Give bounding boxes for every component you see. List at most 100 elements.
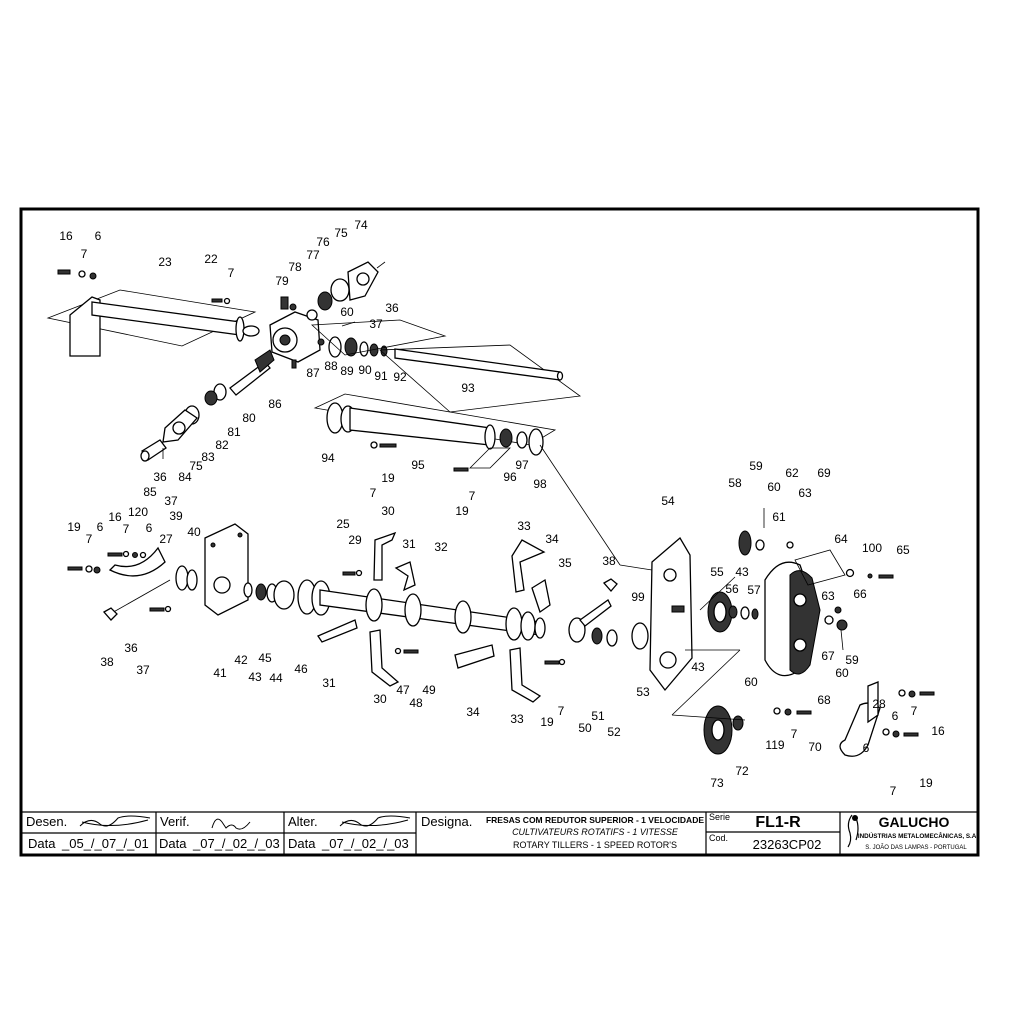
part-callout: 43: [248, 670, 262, 684]
part-callout: 7: [228, 266, 235, 280]
part-callout: 31: [322, 676, 336, 690]
part-callout: 76: [316, 235, 330, 249]
chain-case-54: [539, 444, 693, 692]
part-callout: 48: [409, 696, 423, 710]
part-callout: 120: [128, 505, 148, 519]
part-callout: 119: [765, 738, 784, 752]
part-callout: 60: [744, 675, 758, 689]
designa-label: Designa.: [421, 814, 472, 829]
support-tube-95: [313, 393, 557, 472]
part-callout: 6: [863, 741, 870, 755]
chain-cover-69: [764, 541, 894, 677]
part-callout: 59: [845, 653, 859, 667]
part-callout: 52: [607, 725, 621, 739]
part-callout: 55: [710, 565, 724, 579]
part-callout: 50: [578, 721, 592, 735]
part-callout: 60: [835, 666, 849, 680]
gearbox-assembly: [269, 261, 447, 369]
desen-signature: [79, 815, 151, 827]
part-callout: 38: [602, 554, 616, 568]
part-callout: 46: [294, 662, 308, 676]
date-verified: _07_/_02_/_03: [192, 836, 280, 851]
part-callout: 37: [136, 663, 150, 677]
title-french: CULTIVATEURS ROTATIFS - 1 VITESSE: [512, 827, 679, 837]
part-callout: 63: [821, 589, 835, 603]
part-callout: 79: [275, 274, 289, 288]
part-callout: 60: [767, 480, 781, 494]
sprockets: [671, 508, 765, 755]
title-portuguese: FRESAS COM REDUTOR SUPERIOR - 1 VELOCIDA…: [486, 815, 704, 825]
part-callout: 43: [691, 660, 705, 674]
part-callout: 36: [385, 301, 399, 315]
part-callout: 7: [911, 704, 918, 718]
part-callout: 63: [798, 486, 812, 500]
data-label-2: Data: [159, 836, 187, 851]
part-callout: 45: [258, 651, 272, 665]
part-callout: 90: [358, 363, 372, 377]
part-callout: 32: [434, 540, 448, 554]
data-label-3: Data: [288, 836, 316, 851]
part-callout: 38: [100, 655, 114, 669]
part-callout: 19: [67, 520, 81, 534]
part-callout: 16: [108, 510, 122, 524]
data-label-1: Data: [28, 836, 56, 851]
part-callout: 81: [227, 425, 241, 439]
part-callout: 49: [422, 683, 436, 697]
part-callout: 57: [747, 583, 761, 597]
part-callout: 39: [169, 509, 183, 523]
cod-value: 23263CP02: [753, 837, 822, 852]
part-callout: 36: [124, 641, 138, 655]
part-callout: 30: [381, 504, 395, 518]
part-callout: 96: [503, 470, 517, 484]
part-callout: 37: [164, 494, 178, 508]
part-callout: 54: [661, 494, 675, 508]
part-callout: 89: [340, 364, 354, 378]
cod-label: Cod.: [709, 833, 728, 843]
part-callout: 91: [374, 369, 388, 383]
part-callout: 66: [853, 587, 867, 601]
company-address: S. JOÃO DAS LAMPAS - PORTUGAL: [865, 844, 967, 851]
part-callout: 7: [81, 247, 88, 261]
part-callout: 42: [234, 653, 248, 667]
part-callout: 83: [201, 450, 215, 464]
part-callout: 95: [411, 458, 425, 472]
part-callout: 33: [510, 712, 524, 726]
part-callout: 23: [158, 255, 172, 269]
left-tine-bracket: [67, 546, 198, 621]
part-callout: 59: [749, 459, 763, 473]
part-callout: 56: [725, 582, 739, 596]
part-callout: 82: [215, 438, 229, 452]
shaft-93: [378, 344, 582, 413]
part-callout: 40: [187, 525, 201, 539]
part-callout: 7: [123, 522, 130, 536]
company-logo: [847, 814, 859, 848]
part-callout: 44: [269, 671, 283, 685]
alter-label: Alter.: [288, 814, 318, 829]
part-callout: 73: [710, 776, 724, 790]
part-callout: 29: [348, 533, 362, 547]
part-callout: 35: [558, 556, 572, 570]
part-callout: 34: [545, 532, 559, 546]
part-callout: 27: [159, 532, 173, 546]
rotor-shaft-32: [243, 569, 546, 655]
part-callout: 51: [591, 709, 605, 723]
part-callout: 93: [461, 381, 475, 395]
part-callout: 6: [146, 521, 153, 535]
date-drawn: _05_/_07_/_01: [61, 836, 149, 851]
title-english: ROTARY TILLERS - 1 SPEED ROTOR'S: [513, 840, 677, 850]
part-callout: 34: [466, 705, 480, 719]
part-callout: 67: [821, 649, 835, 663]
part-callout: 86: [268, 397, 282, 411]
part-callout: 43: [735, 565, 749, 579]
part-callout: 64: [834, 532, 848, 546]
part-callout: 97: [515, 458, 529, 472]
serie-value: FL1-R: [755, 814, 801, 831]
part-callout: 92: [393, 370, 407, 384]
part-callout: 88: [324, 359, 338, 373]
part-callout: 19: [455, 504, 469, 518]
part-callout: 100: [862, 541, 882, 555]
part-callout: 84: [178, 470, 192, 484]
part-callout: 7: [558, 704, 565, 718]
part-callout: 87: [306, 366, 320, 380]
